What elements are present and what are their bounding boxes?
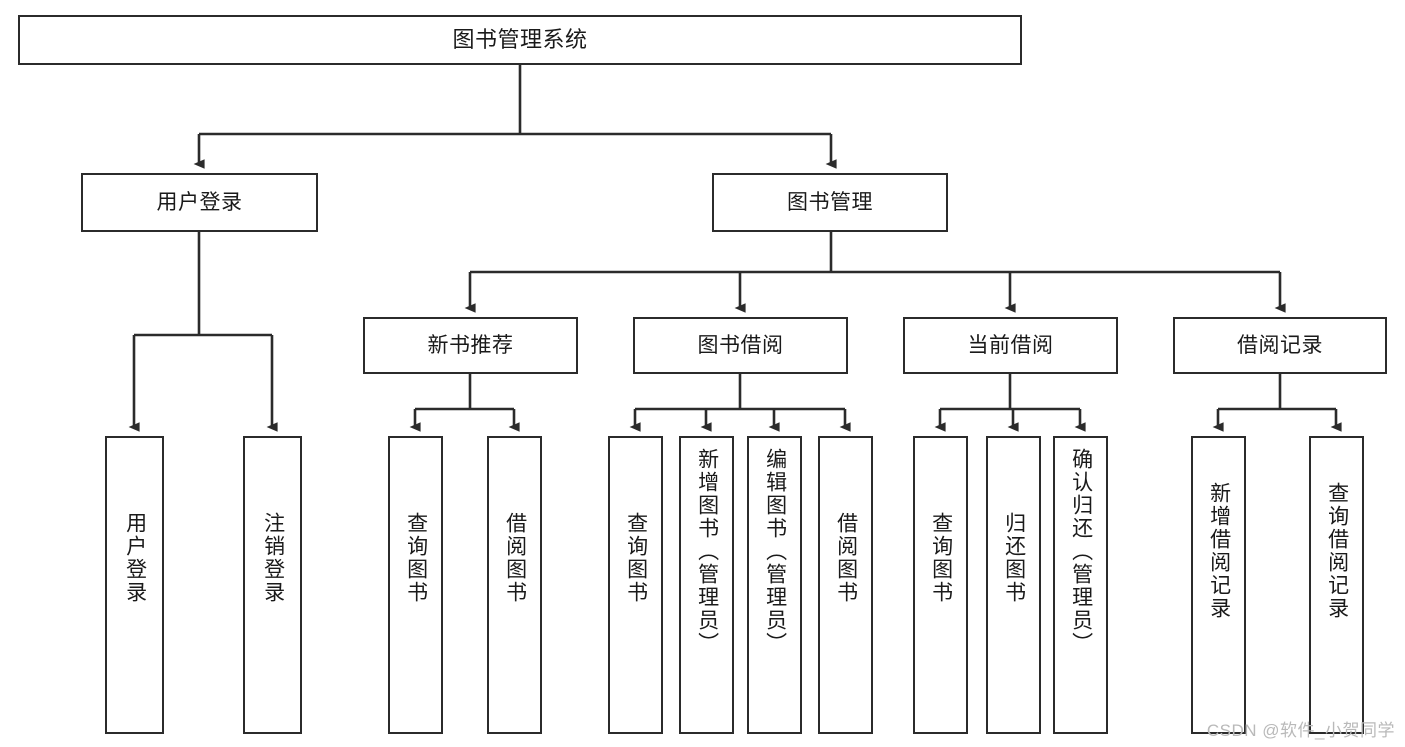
node-leaf-borrow-book-1-label: 借阅图书 xyxy=(503,512,527,604)
node-leaf-query-borrow-record-label: 查询借阅记录 xyxy=(1325,482,1349,620)
node-leaf-add-book-admin-label: 新增图书（管理员） xyxy=(695,448,719,655)
node-leaf-confirm-return-admin-label: 确认归还（管理员） xyxy=(1069,448,1093,655)
node-current-borrow-label: 当前借阅 xyxy=(967,333,1054,357)
node-leaf-user-logout[interactable]: 注销登录 xyxy=(243,436,302,734)
node-leaf-query-book-3[interactable]: 查询图书 xyxy=(913,436,968,734)
node-leaf-add-borrow-record[interactable]: 新增借阅记录 xyxy=(1191,436,1246,734)
node-new-book-recommend-label: 新书推荐 xyxy=(427,333,514,357)
node-leaf-return-book[interactable]: 归还图书 xyxy=(986,436,1041,734)
node-leaf-user-login-label: 用户登录 xyxy=(123,512,147,604)
node-current-borrow[interactable]: 当前借阅 xyxy=(903,317,1118,374)
node-leaf-query-book-3-label: 查询图书 xyxy=(929,512,953,604)
node-leaf-user-login[interactable]: 用户登录 xyxy=(105,436,164,734)
node-borrow-record[interactable]: 借阅记录 xyxy=(1173,317,1387,374)
node-leaf-return-book-label: 归还图书 xyxy=(1002,512,1026,604)
node-leaf-query-book-2-label: 查询图书 xyxy=(624,512,648,604)
node-user-login-label: 用户登录 xyxy=(156,190,243,214)
node-user-login[interactable]: 用户登录 xyxy=(81,173,318,232)
node-book-manage[interactable]: 图书管理 xyxy=(712,173,948,232)
node-leaf-query-book-1-label: 查询图书 xyxy=(404,512,428,604)
node-leaf-borrow-book-2[interactable]: 借阅图书 xyxy=(818,436,873,734)
node-book-manage-label: 图书管理 xyxy=(787,190,873,214)
node-leaf-user-logout-label: 注销登录 xyxy=(261,512,285,604)
node-leaf-add-book-admin[interactable]: 新增图书（管理员） xyxy=(679,436,734,734)
node-leaf-edit-book-admin[interactable]: 编辑图书（管理员） xyxy=(747,436,802,734)
node-leaf-query-book-2[interactable]: 查询图书 xyxy=(608,436,663,734)
node-book-borrow[interactable]: 图书借阅 xyxy=(633,317,848,374)
node-borrow-record-label: 借阅记录 xyxy=(1237,333,1323,357)
node-root-label: 图书管理系统 xyxy=(452,26,588,52)
node-book-borrow-label: 图书借阅 xyxy=(697,333,784,357)
node-leaf-confirm-return-admin[interactable]: 确认归还（管理员） xyxy=(1053,436,1108,734)
node-leaf-borrow-book-2-label: 借阅图书 xyxy=(834,512,858,604)
node-leaf-query-book-1[interactable]: 查询图书 xyxy=(388,436,443,734)
node-leaf-query-borrow-record[interactable]: 查询借阅记录 xyxy=(1309,436,1364,734)
node-leaf-add-borrow-record-label: 新增借阅记录 xyxy=(1207,482,1231,620)
node-new-book-recommend[interactable]: 新书推荐 xyxy=(363,317,578,374)
node-leaf-borrow-book-1[interactable]: 借阅图书 xyxy=(487,436,542,734)
node-leaf-edit-book-admin-label: 编辑图书（管理员） xyxy=(763,448,787,655)
node-root[interactable]: 图书管理系统 xyxy=(18,15,1022,65)
csdn-watermark: CSDN @软件_小贺同学 xyxy=(1206,721,1395,740)
